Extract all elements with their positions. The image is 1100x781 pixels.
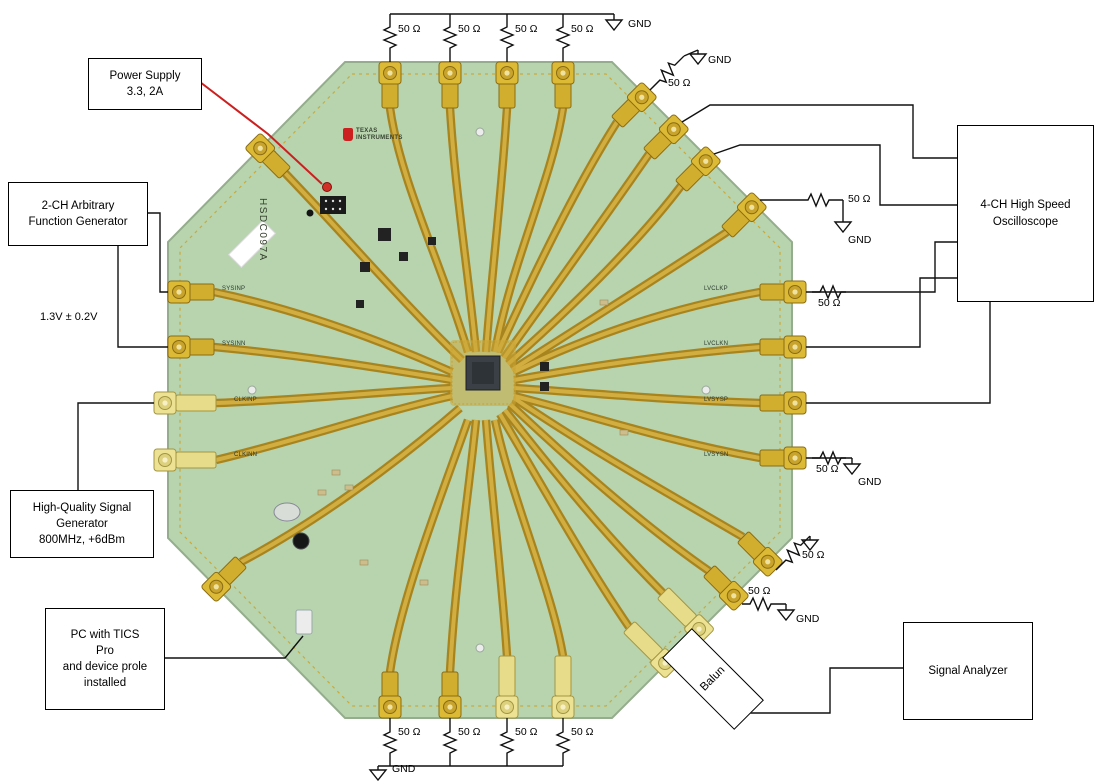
connector-label-clkinp: CLKINP [234,397,257,403]
dut-chip [450,340,516,406]
resistor-label: 50 Ω [515,23,538,35]
pc-box: PC with TICS Pro and device prole instal… [45,608,165,710]
sma-connector [167,280,215,304]
resistor-label: 50 Ω [398,726,421,738]
ti-logo-mark [343,128,353,142]
wire-pc-usb [163,635,304,659]
resistor-label: 50 Ω [848,193,871,205]
ti-logo: TEXAS INSTRUMENTS [343,128,403,142]
connector-label-lvsysn: LVSYSN [704,452,729,458]
wire-scope-ch1 [681,104,957,159]
resistor-label: 50 Ω [398,23,421,35]
resistor-label: 50 Ω [748,585,771,597]
sma-connector [378,671,402,719]
gnd-label: GND [858,476,882,488]
connector-label-clkinn: CLKINN [234,452,258,458]
sma-connector [438,61,462,109]
gnd-label: GND [708,54,732,66]
board-name: HSDC097A [257,198,268,262]
label-plate [227,219,277,269]
resistor-label: 50 Ω [668,77,691,89]
ti-logo-line2: INSTRUMENTS [356,134,403,141]
vcc-terminal [322,182,332,192]
wire-scope-ch5 [806,300,991,404]
resistor-label: 50 Ω [571,726,594,738]
gnd-terminal [306,209,314,217]
gnd-label: GND [848,234,872,246]
sma-connector [153,448,217,472]
sma-connector [759,335,807,359]
mounting-holes [247,127,711,653]
wire-scope-ch4 [806,277,957,348]
crystal [273,502,301,522]
function-generator-box: 2-CH Arbitrary Function Generator [8,182,148,246]
power-supply-box: Power Supply 3.3, 2A [88,58,202,110]
sma-connector [438,671,462,719]
oscilloscope-box: 4-CH High Speed Oscilloscope [957,125,1094,302]
resistor-label: 50 Ω [515,726,538,738]
sma-connector [759,280,807,304]
wire-balun-analyzer [747,667,903,714]
gnd-label: GND [796,613,820,625]
wire-afg-sysinn [117,244,168,348]
resistor-label: 50 Ω [802,549,825,561]
signal-generator-box: High-Quality Signal Generator 800MHz, +6… [10,490,154,558]
wire-siggen-clkinp [77,402,154,490]
balun-label: Balun [698,664,728,694]
connector-label-lvclkp: LVCLKP [704,286,728,292]
ground-symbols [368,19,862,781]
sma-connector [551,61,575,109]
connector-label-sysinn: SYSINN [222,341,246,347]
resistor-label: 50 Ω [818,297,841,309]
resistor-label: 50 Ω [458,23,481,35]
pushbutton [292,532,310,550]
wire-afg-sysinp [146,212,168,293]
resistor-label: 50 Ω [458,726,481,738]
wire-scope-ch3 [806,241,957,293]
signal-analyzer-box: Signal Analyzer [903,622,1033,720]
usb-connector [295,609,313,635]
hookup-wires [77,104,991,714]
sma-connector [167,335,215,359]
ti-logo-line1: TEXAS [356,128,378,134]
connector-label-lvsysp: LVSYSP [704,397,729,403]
wire-scope-ch2 [713,144,957,206]
sma-connector [495,61,519,109]
voltage-label: 1.3V ± 0.2V [40,311,98,323]
connector-label-sysinp: SYSINP [222,286,246,292]
sma-connector [153,391,217,415]
gnd-label: GND [392,763,416,775]
resistor-label: 50 Ω [571,23,594,35]
connector-label-lvclkn: LVCLKN [704,341,729,347]
board-components [227,182,629,635]
resistor-label: 50 Ω [816,463,839,475]
power-wire [199,81,323,185]
gnd-label: GND [628,18,652,30]
sma-connector [378,61,402,109]
sma-connector [495,655,519,719]
sma-connector [551,655,575,719]
sma-connector [759,446,807,470]
sma-connector [759,391,807,415]
